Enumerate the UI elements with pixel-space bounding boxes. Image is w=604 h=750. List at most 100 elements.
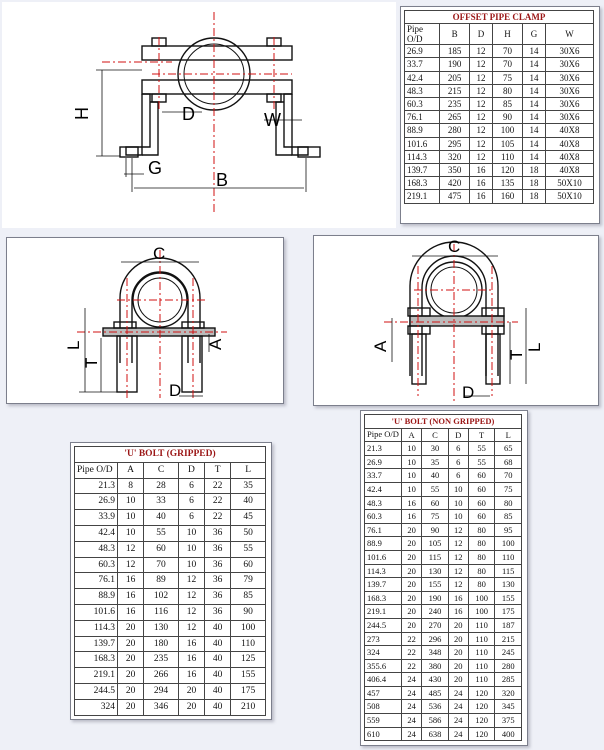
table-cell: 60 xyxy=(230,556,266,574)
table-cell: 20 xyxy=(447,617,469,633)
table-cell: 33.9 xyxy=(74,509,118,526)
table-cell: 76.1 xyxy=(404,110,440,125)
dim-label-d: D xyxy=(182,104,195,124)
table-cell: 10 xyxy=(177,524,206,542)
table-cell: 12 xyxy=(447,577,469,592)
table-cell: 14 xyxy=(522,70,546,85)
table-cell: 20 xyxy=(400,604,423,619)
table-cell: 48.3 xyxy=(74,540,118,558)
table-cell: 6 xyxy=(447,454,469,470)
table-cell: 120 xyxy=(467,685,496,701)
ubolt-non-gripped-header-row: Pipe O/D A C D T L xyxy=(364,427,522,443)
table-cell: 60 xyxy=(143,540,179,558)
table-cell: 40X8 xyxy=(544,136,595,151)
table-cell: 48.3 xyxy=(404,83,440,99)
table-cell: 24 xyxy=(400,713,423,728)
table-cell: 70 xyxy=(491,57,524,72)
table-cell: 180 xyxy=(143,635,179,653)
table-cell: 24 xyxy=(400,672,423,687)
table-cell: 18 xyxy=(522,163,546,178)
table-cell: 80 xyxy=(467,563,496,579)
table-cell: 22 xyxy=(204,477,232,495)
ubolt-gripped-table: 'U' BOLT (GRIPPED) Pipe O/D A C D T L 21… xyxy=(74,446,266,716)
header-cell: Pipe O/D xyxy=(364,427,402,443)
table-cell: 105 xyxy=(491,136,524,151)
table-cell: 155 xyxy=(421,577,449,592)
table-cell: 48.3 xyxy=(364,495,402,511)
table-cell: 610 xyxy=(364,726,402,742)
dim-label-g: G xyxy=(148,158,162,178)
table-cell: 16 xyxy=(469,189,493,204)
table-cell: 12 xyxy=(469,123,493,138)
table-cell: 10 xyxy=(116,524,145,542)
table-cell: 80 xyxy=(467,536,496,551)
offset-clamp-table-panel: OFFSET PIPE CLAMP Pipe O/D B D H G W 26.… xyxy=(400,6,600,224)
table-cell: 60 xyxy=(421,495,449,511)
offset-clamp-table: OFFSET PIPE CLAMP Pipe O/D B D H G W 26.… xyxy=(404,9,595,204)
table-cell: 345 xyxy=(494,699,522,715)
table-cell: 135 xyxy=(491,176,524,191)
table-cell: 30X6 xyxy=(544,70,595,85)
table-cell: 55 xyxy=(143,524,179,542)
table-cell: 175 xyxy=(230,682,266,700)
table-cell: 12 xyxy=(469,110,493,125)
table-cell: 40 xyxy=(230,493,266,511)
table-cell: 266 xyxy=(143,667,179,684)
table-cell: 40X8 xyxy=(544,163,595,178)
dim-label-l: L xyxy=(525,343,544,352)
table-cell: 42.4 xyxy=(364,481,402,497)
table-cell: 12 xyxy=(469,97,493,112)
header-cell: L xyxy=(494,427,522,443)
table-cell: 219.1 xyxy=(404,189,440,204)
table-cell: 88.9 xyxy=(404,123,440,138)
table-cell: 265 xyxy=(438,110,471,125)
header-cell: W xyxy=(544,23,595,46)
table-cell: 85 xyxy=(494,509,522,524)
table-cell: 85 xyxy=(230,588,266,605)
table-cell: 90 xyxy=(491,110,524,125)
table-cell: 12 xyxy=(177,588,206,605)
table-cell: 101.6 xyxy=(364,549,402,565)
table-cell: 12 xyxy=(469,57,493,72)
table-cell: 22 xyxy=(400,658,423,674)
table-cell: 110 xyxy=(494,549,522,565)
table-cell: 296 xyxy=(421,631,449,647)
table-cell: 50X10 xyxy=(544,176,595,191)
table-cell: 219.1 xyxy=(364,604,402,619)
table-cell: 185 xyxy=(438,44,471,59)
table-cell: 485 xyxy=(421,685,449,701)
table-cell: 75 xyxy=(491,70,524,85)
table-cell: 55 xyxy=(230,540,266,558)
table-cell: 114.3 xyxy=(364,563,402,579)
table-cell: 215 xyxy=(438,83,471,99)
table-cell: 324 xyxy=(74,698,118,716)
table-cell: 12 xyxy=(469,149,493,165)
dim-label-b: B xyxy=(216,170,228,190)
table-cell: 10 xyxy=(400,481,423,497)
ubolt-non-gripped-table-panel: 'U' BOLT (NON GRIPPED) Pipe O/D A C D T … xyxy=(360,410,528,746)
table-cell: 20 xyxy=(400,549,423,565)
table-cell: 324 xyxy=(364,645,402,660)
table-cell: 24 xyxy=(400,726,423,742)
dim-label-l: L xyxy=(64,341,83,350)
table-cell: 430 xyxy=(421,672,449,687)
table-cell: 6 xyxy=(177,493,206,511)
header-cell: D xyxy=(177,461,206,479)
table-cell: 375 xyxy=(494,713,522,728)
header-cell: G xyxy=(522,23,546,46)
